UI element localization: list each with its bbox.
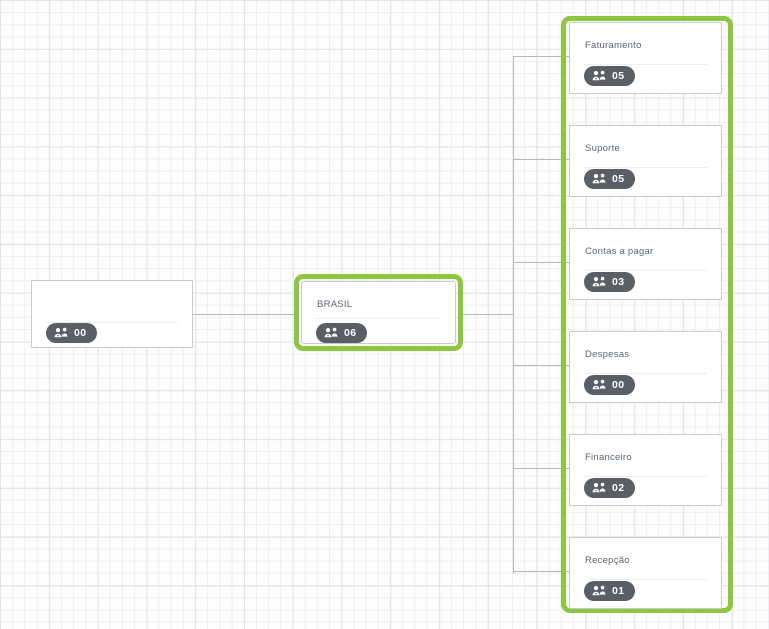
connector-trunk-to-child-1 <box>513 56 569 57</box>
node-child-people-badge[interactable]: 02 <box>584 478 636 498</box>
node-child-count: 05 <box>612 172 625 185</box>
node-child-count: 00 <box>612 378 625 391</box>
users-group-icon <box>592 379 607 391</box>
node-brasil[interactable]: BRASIL 06 <box>301 281 456 344</box>
node-child-recepcao[interactable]: Recepção 01 <box>569 537 722 609</box>
users-group-icon <box>592 173 607 185</box>
node-child-divider <box>584 167 707 168</box>
node-child-divider <box>584 64 707 65</box>
node-brasil-selection-ring <box>294 274 463 351</box>
connector-trunk-vertical <box>513 56 514 574</box>
users-group-icon <box>592 70 607 82</box>
node-child-suporte[interactable]: Suporte 05 <box>569 125 722 197</box>
users-group-icon <box>54 327 69 339</box>
node-child-people-badge[interactable]: 00 <box>584 375 636 395</box>
node-child-people-badge[interactable]: 01 <box>584 581 636 601</box>
node-child-financeiro[interactable]: Financeiro 02 <box>569 434 722 506</box>
children-selection-ring <box>561 16 733 613</box>
connector-root-to-brasil <box>193 314 294 315</box>
node-child-title: Recepção <box>585 555 630 566</box>
node-child-divider <box>584 270 707 271</box>
node-root-people-badge[interactable]: 00 <box>46 323 98 343</box>
node-child-people-badge[interactable]: 03 <box>584 272 636 292</box>
node-brasil-title: BRASIL <box>317 299 353 310</box>
node-root-divider <box>46 322 178 323</box>
node-child-divider <box>584 373 707 374</box>
node-child-divider <box>584 476 707 477</box>
node-brasil-divider <box>316 318 441 319</box>
users-group-icon <box>592 585 607 597</box>
connector-trunk-to-child-5 <box>513 468 569 469</box>
node-child-faturamento[interactable]: Faturamento 05 <box>569 22 722 94</box>
node-root-count: 00 <box>74 326 87 339</box>
node-child-despesas[interactable]: Despesas 00 <box>569 331 722 403</box>
node-child-people-badge[interactable]: 05 <box>584 169 636 189</box>
node-child-title: Financeiro <box>585 452 632 463</box>
node-child-people-badge[interactable]: 05 <box>584 66 636 86</box>
node-child-count: 01 <box>612 584 625 597</box>
connector-trunk-to-child-6 <box>513 571 569 572</box>
node-child-count: 02 <box>612 481 625 494</box>
node-child-count: 03 <box>612 275 625 288</box>
users-group-icon <box>592 276 607 288</box>
users-group-icon <box>324 327 339 339</box>
connector-brasil-to-trunk <box>463 314 514 315</box>
node-root[interactable]: 00 <box>31 280 193 348</box>
node-child-contas-a-pagar[interactable]: Contas a pagar 03 <box>569 228 722 300</box>
node-child-count: 05 <box>612 69 625 82</box>
connector-trunk-to-child-3 <box>513 262 569 263</box>
node-child-title: Faturamento <box>585 40 642 51</box>
node-child-title: Despesas <box>585 349 630 360</box>
node-brasil-people-badge[interactable]: 06 <box>316 323 368 343</box>
node-brasil-count: 06 <box>344 326 357 339</box>
node-child-title: Contas a pagar <box>585 246 654 257</box>
node-child-divider <box>584 579 707 580</box>
connector-trunk-to-child-4 <box>513 365 569 366</box>
users-group-icon <box>592 482 607 494</box>
connector-trunk-to-child-2 <box>513 159 569 160</box>
node-child-title: Suporte <box>585 143 621 154</box>
